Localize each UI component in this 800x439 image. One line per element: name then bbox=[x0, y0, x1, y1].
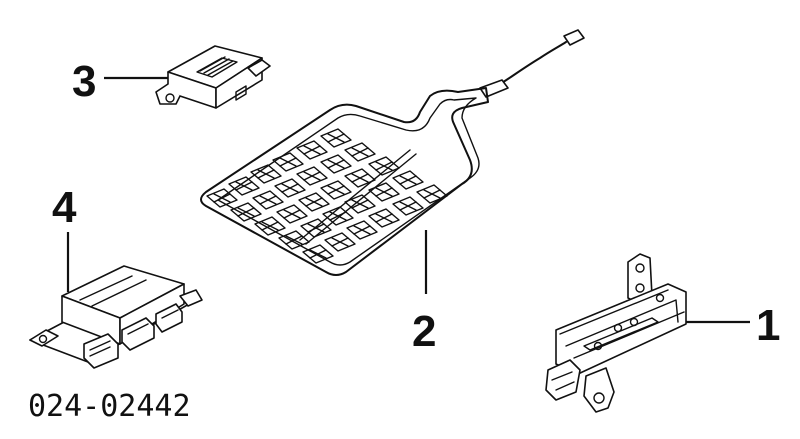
mat-cell bbox=[320, 128, 352, 148]
mat-cell-hatch bbox=[283, 209, 301, 219]
part-3-sensor-module bbox=[155, 45, 271, 109]
mat-cell-hatch bbox=[353, 225, 371, 235]
diagram-code-label: 024-02442 bbox=[28, 389, 191, 424]
callout-4: 4 bbox=[52, 183, 77, 232]
mat-cell-hatch bbox=[331, 237, 349, 247]
mat-cell bbox=[368, 208, 400, 228]
mat-cell-hatch bbox=[423, 189, 441, 199]
mat-cell bbox=[276, 204, 308, 224]
mat-cell bbox=[252, 190, 284, 210]
mat-cell bbox=[322, 206, 354, 226]
mat-cell-hatch bbox=[281, 183, 299, 193]
mat-cell-hatch bbox=[303, 145, 321, 155]
mat-cell bbox=[346, 220, 378, 240]
part-2-sensor-mat bbox=[200, 29, 585, 276]
mat-cell-hatch bbox=[303, 171, 321, 181]
mat-cell bbox=[298, 192, 330, 212]
callout-1: 1 bbox=[756, 301, 780, 350]
mat-cell-hatch bbox=[399, 175, 417, 185]
mat-cell bbox=[254, 216, 286, 236]
mat-cell bbox=[274, 178, 306, 198]
mat-cell bbox=[206, 188, 238, 208]
mat-cell bbox=[296, 166, 328, 186]
mat-cell bbox=[368, 182, 400, 202]
mat-cell-hatch bbox=[257, 169, 275, 179]
mat-cell bbox=[344, 194, 376, 214]
mat-cell-hatch bbox=[285, 235, 303, 245]
mat-cell-hatch bbox=[375, 161, 393, 171]
mat-cell-hatch bbox=[279, 157, 297, 167]
mat-cell-hatch bbox=[259, 195, 277, 205]
mat-cell-hatch bbox=[399, 201, 417, 211]
mat-cell bbox=[302, 244, 334, 264]
mat-cell bbox=[230, 202, 262, 222]
mat-cell-hatch bbox=[327, 133, 345, 143]
mat-cell-hatch bbox=[309, 249, 327, 259]
mat-sensor-cells bbox=[206, 128, 448, 264]
mat-cell-hatch bbox=[327, 185, 345, 195]
mat-cell bbox=[250, 164, 282, 184]
part-1-buckle-assembly bbox=[545, 253, 687, 413]
mat-cell-hatch bbox=[213, 193, 231, 203]
mat-cell-hatch bbox=[351, 173, 369, 183]
callout-3: 3 bbox=[72, 57, 96, 106]
callout-2: 2 bbox=[412, 307, 436, 356]
mat-cell bbox=[320, 180, 352, 200]
mat-cell bbox=[296, 140, 328, 160]
mat-cell-hatch bbox=[327, 159, 345, 169]
mat-cell-hatch bbox=[237, 207, 255, 217]
mat-cell-hatch bbox=[351, 147, 369, 157]
mat-cell bbox=[344, 168, 376, 188]
mat-cell bbox=[392, 196, 424, 216]
mat-cell-hatch bbox=[375, 213, 393, 223]
mat-cell bbox=[344, 142, 376, 162]
mat-cell-hatch bbox=[305, 197, 323, 207]
mat-cell-hatch bbox=[235, 181, 253, 191]
mat-cell-hatch bbox=[351, 199, 369, 209]
mat-cell bbox=[228, 176, 260, 196]
mat-cell bbox=[324, 232, 356, 252]
part-4-control-module bbox=[29, 265, 203, 369]
mat-cell-hatch bbox=[261, 221, 279, 231]
mat-cell-hatch bbox=[375, 187, 393, 197]
mat-cell bbox=[272, 152, 304, 172]
mat-cell bbox=[416, 184, 448, 204]
mat-cell bbox=[392, 170, 424, 190]
mat-cell bbox=[320, 154, 352, 174]
mat-cell bbox=[300, 218, 332, 238]
